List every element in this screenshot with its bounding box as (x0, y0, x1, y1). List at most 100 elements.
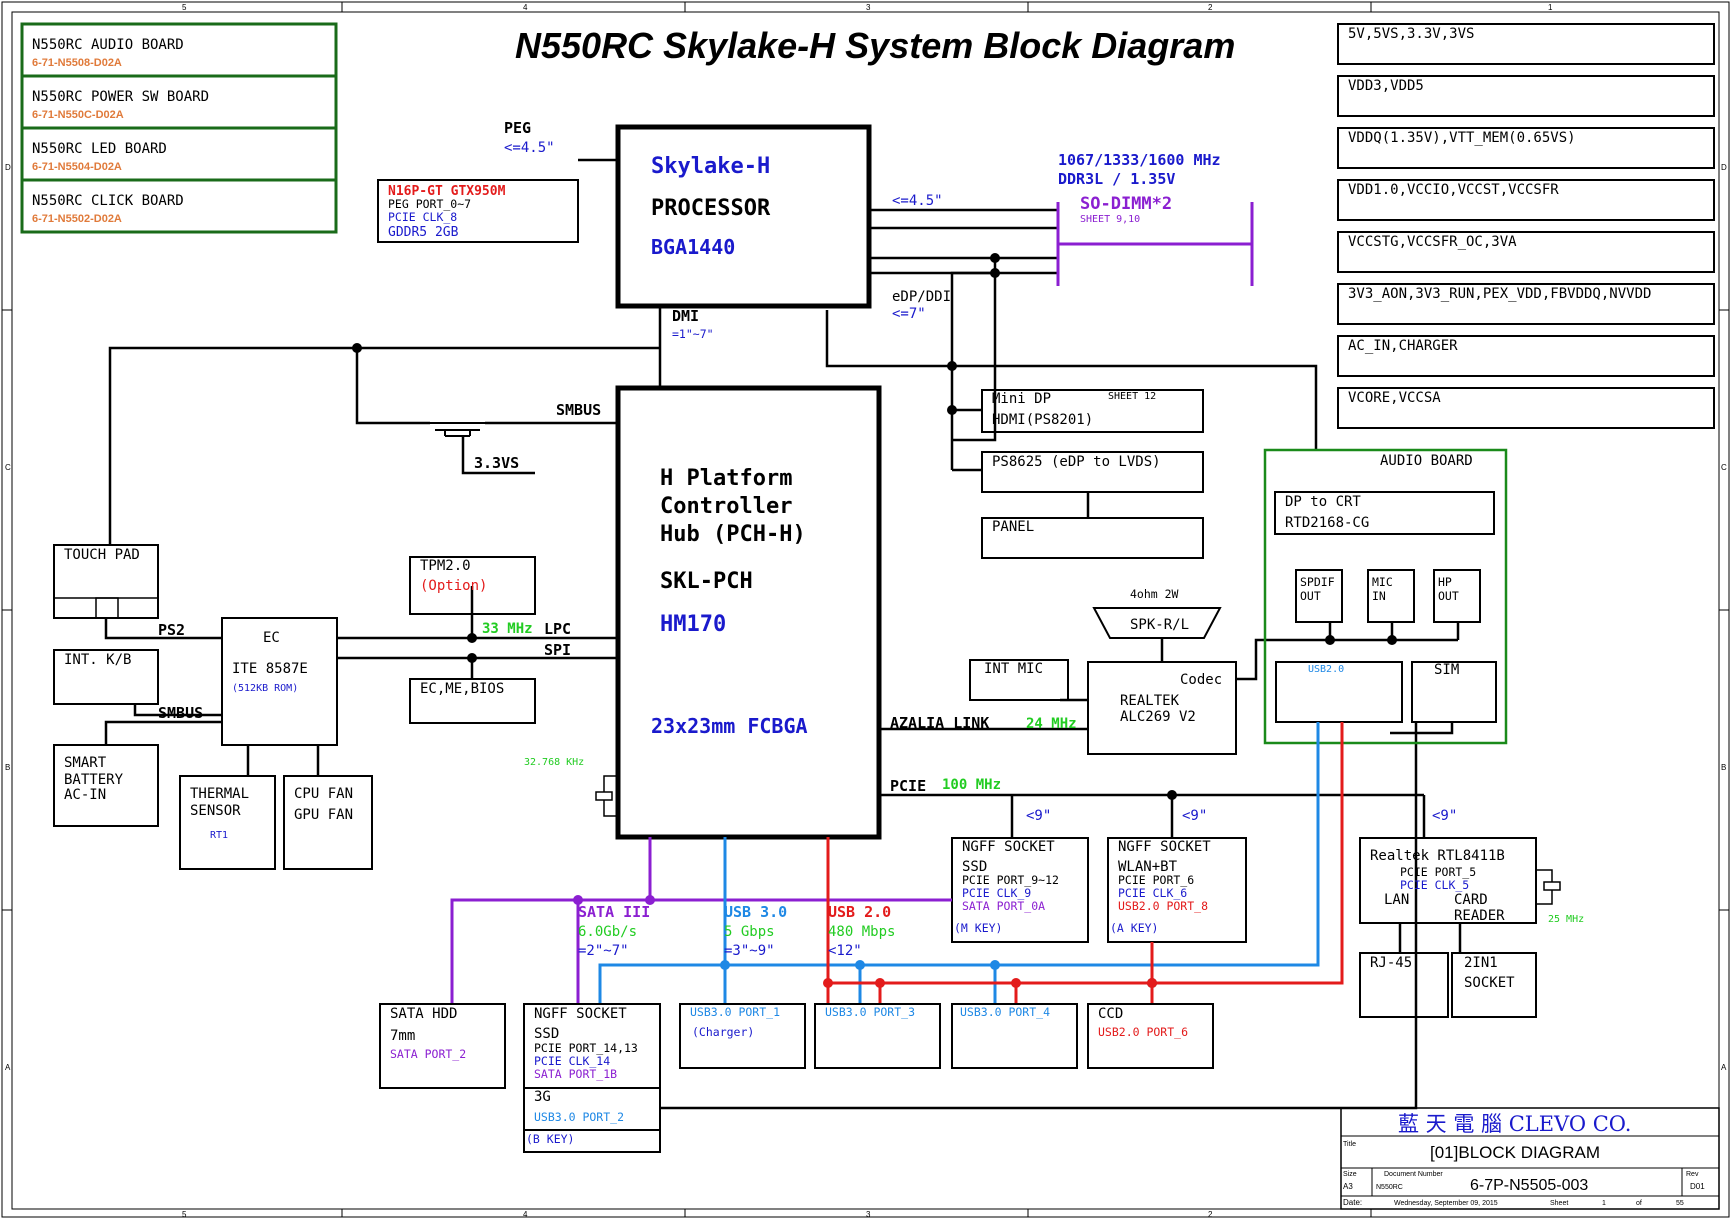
smbus2-label: SMBUS (158, 704, 203, 722)
touchpad-label: TOUCH PAD (64, 547, 140, 563)
hdd-size: 7mm (390, 1028, 415, 1044)
rail-3: VDD1.0,VCCIO,VCCST,VCCSFR (1348, 182, 1559, 198)
spdif-jack[interactable] (1295, 569, 1343, 623)
codec-block[interactable] (1087, 661, 1237, 755)
sata-hdd-block[interactable] (379, 1003, 506, 1089)
hp-jack[interactable] (1433, 569, 1481, 623)
tb-title-label: Title (1343, 1141, 1356, 1148)
audio-usb-block[interactable] (1275, 661, 1403, 723)
rail-5: 3V3_AON,3V3_RUN,PEX_VDD,FBVDDQ,NVVDD (1348, 286, 1651, 302)
ngff-wlan-block[interactable] (1107, 837, 1247, 943)
rail-7: VCORE,VCCSA (1348, 390, 1441, 406)
tb-of-label: of (1636, 1200, 1642, 1207)
sodimm-name: SO-DIMM*2 (1080, 194, 1172, 214)
sim-block[interactable] (1411, 661, 1497, 723)
row-label-d-right: D (1721, 163, 1727, 172)
lan-chip: Realtek RTL8411B (1370, 848, 1505, 864)
lan-crystal-icon (1536, 869, 1561, 905)
ngff-wlan-usb: USB2.0 PORT_8 (1118, 899, 1208, 913)
twoin1-line2: SOCKET (1464, 975, 1515, 991)
tb-title: [01]BLOCK DIAGRAM (1430, 1143, 1600, 1162)
board-list: N550RC AUDIO BOARD 6-71-N5508-D02A N550R… (20, 22, 338, 234)
cpu-type: PROCESSOR (651, 196, 771, 221)
cpu-package: BGA1440 (651, 235, 735, 259)
board-powersw-part: 6-71-N550C-D02A (32, 109, 124, 121)
rail-4: VCCSTG,VCCSFR_OC,3VA (1348, 234, 1517, 250)
ngff-ssd-sata: SATA PORT_0A (962, 899, 1045, 913)
v33-label: 3.3VS (474, 454, 519, 472)
sata-speed: 6.0Gb/s (578, 924, 637, 940)
pcie-len-wlan: <9" (1182, 808, 1207, 824)
ngff-b-port: PCIE PORT_14,13 (534, 1041, 638, 1055)
tb-company: 藍 天 電 腦 CLEVO CO. (1398, 1112, 1631, 1136)
gpu-fan-label: GPU FAN (294, 807, 353, 823)
ngff-ssd-block[interactable] (951, 837, 1089, 943)
board-led-name: N550RC LED BOARD (32, 141, 167, 157)
row-label-b-right: B (1721, 763, 1726, 772)
rj45-block[interactable] (1359, 952, 1449, 1018)
hp-label-2: OUT (1438, 589, 1459, 603)
ngff-b-block[interactable] (523, 1003, 661, 1153)
ec-chip: ITE 8587E (232, 661, 308, 677)
azalia-label: AZALIA LINK (890, 714, 989, 732)
twoin1-block[interactable] (1451, 952, 1537, 1018)
bios-block[interactable] (409, 678, 536, 724)
usb2-bus (826, 722, 1344, 1004)
rtc-freq: 32.768 KHz (524, 757, 584, 768)
col-label-4-bottom: 4 (523, 1210, 528, 1219)
usb-port1-label: USB3.0 PORT_1 (690, 1005, 780, 1019)
usb-port1-block[interactable] (679, 1003, 806, 1069)
keyboard-block[interactable] (53, 649, 159, 705)
speaker-icon[interactable] (1092, 607, 1222, 639)
int-mic-block[interactable] (969, 659, 1069, 701)
bios-label: EC,ME,BIOS (420, 681, 504, 697)
board-led-part: 6-71-N5504-D02A (32, 161, 122, 173)
pch-line3: Hub (PCH-H) (660, 522, 806, 547)
dp-crt-block[interactable] (1274, 491, 1495, 535)
ps8625-block[interactable] (981, 451, 1204, 493)
lan-block[interactable] (1359, 837, 1537, 924)
ccd-block[interactable] (1087, 1003, 1214, 1069)
spi-label: SPI (544, 641, 571, 659)
usb-port3-block[interactable] (814, 1003, 941, 1069)
ngff-ssd-port: PCIE PORT_9~12 (962, 873, 1059, 887)
pch-line4: SKL-PCH (660, 569, 753, 594)
rail-6: AC_IN,CHARGER (1348, 338, 1458, 354)
int-mic-label: INT MIC (984, 661, 1043, 677)
pch-line5: HM170 (660, 612, 726, 637)
tb-size: A3 (1343, 1182, 1353, 1191)
dmi-length: =1"~7" (672, 327, 714, 341)
usb2-dot-3 (1011, 978, 1021, 988)
codec-chip: ALC269 V2 (1120, 709, 1196, 725)
speaker-spec: 4ohm 2W (1130, 587, 1179, 601)
ngff-wlan-title: NGFF SOCKET (1118, 839, 1211, 855)
battery-line1: SMART (64, 755, 107, 771)
tb-model: N550RC (1376, 1184, 1403, 1191)
mic-jack[interactable] (1367, 569, 1415, 623)
ngff-ssd-key: (M KEY) (954, 921, 1002, 935)
speaker-label: SPK-R/L (1130, 617, 1189, 633)
usb-port1-note: (Charger) (692, 1025, 754, 1039)
sodimm-bracket (1056, 202, 1254, 286)
row-label-a-right: A (1721, 1063, 1727, 1072)
panel-block[interactable] (981, 517, 1204, 559)
fan-block[interactable] (283, 775, 373, 870)
usb-port4-block[interactable] (951, 1003, 1078, 1069)
minidp-block[interactable] (981, 389, 1204, 433)
battery-block[interactable] (53, 744, 159, 827)
hdmi-label: HDMI(PS8201) (992, 412, 1093, 428)
pch-block[interactable] (615, 385, 882, 840)
thermal-block[interactable] (179, 775, 276, 870)
gpu-block[interactable] (377, 179, 579, 243)
tpm-block[interactable] (409, 556, 536, 615)
twoin1-line1: 2IN1 (1464, 955, 1498, 971)
usb-port3-label: USB3.0 PORT_3 (825, 1005, 915, 1019)
ec-block[interactable] (221, 617, 338, 746)
minidp-sheet: SHEET 12 (1108, 391, 1156, 402)
cpu-block[interactable] (615, 124, 872, 309)
hdd-label: SATA HDD (390, 1006, 457, 1022)
usb3-bus (598, 722, 1320, 1004)
gpu-pcie-clk: PCIE CLK_8 (388, 210, 457, 224)
ngff-b-sata: SATA PORT_1B (534, 1067, 617, 1081)
